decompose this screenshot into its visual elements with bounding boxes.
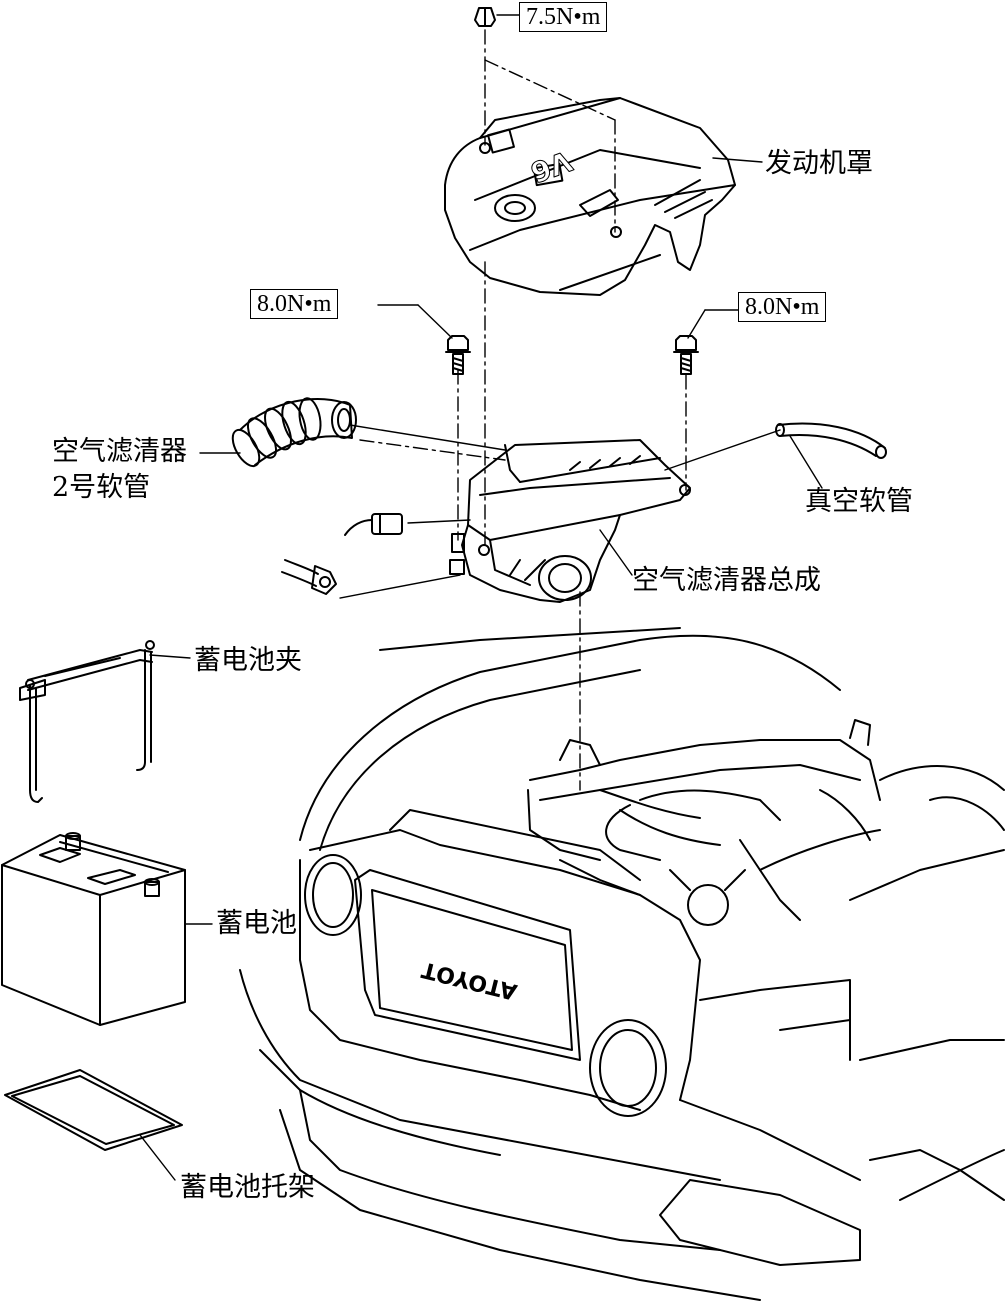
assembly-dash-lines xyxy=(359,29,687,791)
label-engine-cover: 发动机罩 xyxy=(765,148,873,179)
leader-lines xyxy=(139,14,823,1181)
label-vacuum-hose: 真空软管 xyxy=(805,486,913,517)
pcv-hose-clip xyxy=(281,559,337,595)
air-cleaner-hose-no2 xyxy=(231,397,357,468)
bolt-right xyxy=(673,335,699,375)
label-battery-clamp: 蓄电池夹 xyxy=(194,645,302,676)
torque-bolt-right: 8.0N•m xyxy=(738,292,827,322)
vehicle-body: TOYOTA xyxy=(239,627,1005,1301)
cover-nut xyxy=(474,7,496,27)
label-air-cleaner-hose-line1: 空气滤清器 xyxy=(52,436,187,467)
sensor-connector xyxy=(344,513,403,536)
toyota-grille-logo: TOYOTA xyxy=(419,956,519,1004)
vacuum-hose xyxy=(775,422,887,459)
label-battery: 蓄电池 xyxy=(216,908,297,939)
label-air-cleaner-hose-line2: 2号软管 xyxy=(52,472,151,503)
torque-bolt-left: 8.0N•m xyxy=(250,289,339,319)
v6-badge: V6 xyxy=(526,144,576,189)
battery xyxy=(1,832,186,1026)
battery-clamp xyxy=(19,640,155,803)
battery-tray xyxy=(4,1069,183,1151)
toyota-emblem-icon xyxy=(494,194,536,222)
torque-cover-nut: 7.5N•m xyxy=(519,2,608,32)
label-air-cleaner-assembly: 空气滤清器总成 xyxy=(632,565,821,596)
engine-cover: V6 xyxy=(444,97,736,296)
air-cleaner-assembly xyxy=(449,439,691,603)
label-battery-tray: 蓄电池托架 xyxy=(180,1172,315,1203)
bolt-left xyxy=(445,335,471,375)
